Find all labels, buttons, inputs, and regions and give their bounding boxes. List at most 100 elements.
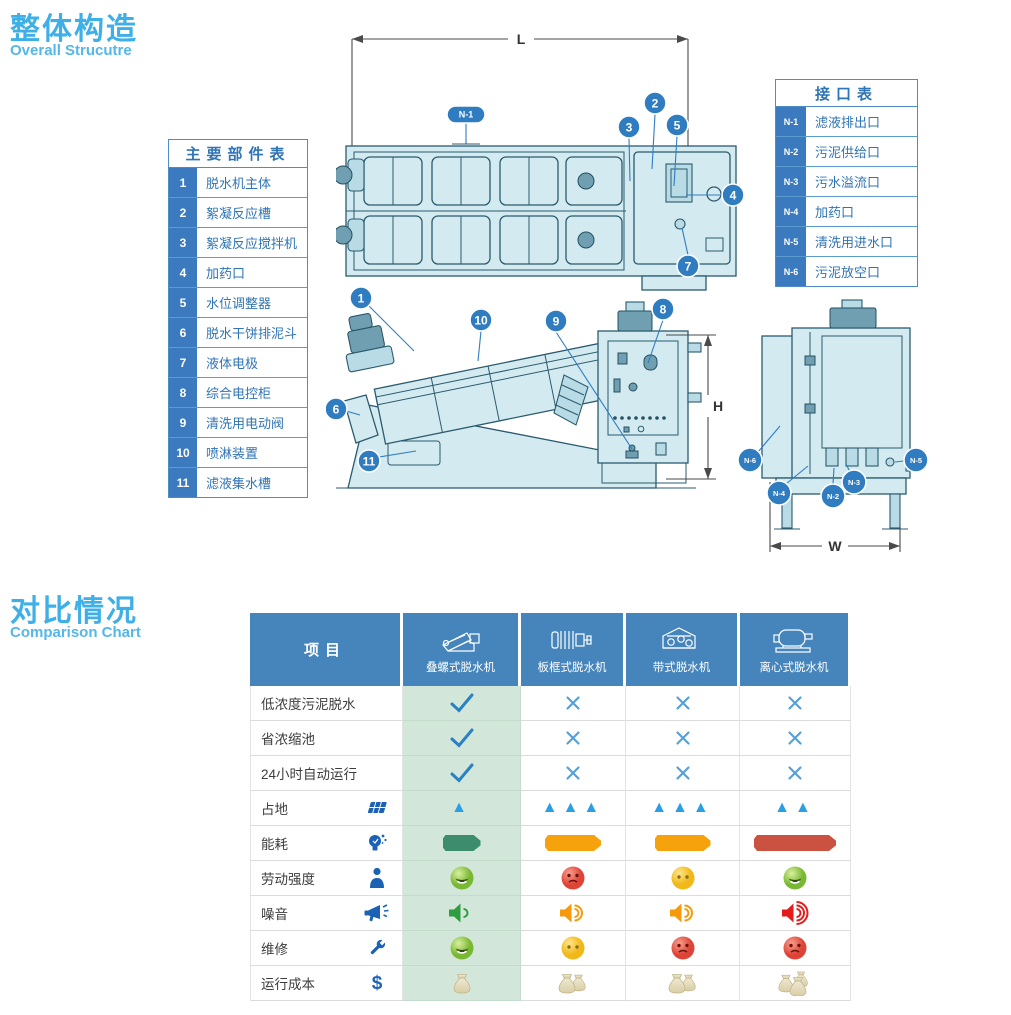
speaker-green-icon	[448, 903, 468, 923]
machine-label: 离心式脱水机	[759, 662, 829, 674]
comparison-header-machine: 板框式脱水机	[521, 613, 626, 686]
centrifuge-icon	[773, 629, 813, 653]
comparison-cell: ▲▲	[740, 791, 851, 826]
row-label-text: 24小时自动运行	[261, 767, 358, 782]
comparison-cell: ▲▲▲	[521, 791, 626, 826]
item-header-label: 项目	[303, 642, 346, 659]
ports-row-number: N-6	[776, 257, 807, 286]
face-sad-icon	[783, 936, 807, 960]
comparison-cell	[626, 826, 740, 861]
svg-text:3: 3	[626, 121, 633, 135]
callout-badge-n3: N-3	[841, 469, 867, 495]
svg-text:10: 10	[474, 314, 488, 328]
megaphone-icon	[362, 902, 392, 924]
comparison-cell	[521, 686, 626, 721]
callout-badge-10: 10	[469, 308, 493, 332]
callout-badge-n4: N-4	[766, 480, 792, 506]
callout-badge-6: 6	[326, 397, 348, 421]
bulb-icon	[362, 832, 392, 854]
overall-section-subtitle: Overall Strucutre	[10, 42, 132, 59]
machine-label: 叠螺式脱水机	[426, 662, 495, 674]
overall-section-title: 整体构造	[10, 13, 138, 46]
cross-icon	[675, 766, 690, 780]
side-view-diagram: H 1 10 9 8 6 11	[326, 286, 723, 489]
comparison-cell	[403, 686, 521, 721]
money-bags-icon	[558, 974, 586, 994]
comparison-row-label: 占地	[250, 791, 403, 826]
ports-row-label: 污水溢流口	[815, 175, 881, 190]
comparison-row-label: 省浓缩池	[250, 721, 403, 756]
parts-table-title: 主要部件表	[169, 140, 307, 168]
speaker-orange-icon	[560, 903, 583, 923]
callout-badge-5: 5	[665, 113, 689, 137]
comparison-cell	[403, 896, 521, 931]
parts-row-label: 脱水干饼排泥斗	[206, 326, 298, 341]
parts-row-number: 3	[169, 228, 198, 257]
footprint-triangles: ▲	[451, 799, 472, 816]
comparison-cell	[521, 826, 626, 861]
parts-row-label: 脱水机主体	[206, 176, 272, 191]
callout-badge-11: 11	[357, 449, 381, 473]
parts-row-number: 2	[169, 198, 198, 227]
callout-badge-n2: N-2	[820, 483, 846, 509]
comparison-cell	[521, 966, 626, 1001]
dimension-H-label: H	[713, 398, 723, 414]
parts-row-number: 6	[169, 318, 198, 347]
energy-bar-green	[443, 835, 481, 851]
comparison-cell	[740, 931, 851, 966]
comparison-row-label: 低浓度污泥脱水	[250, 686, 403, 721]
flocculation-tank	[633, 151, 731, 291]
comparison-section-subtitle: Comparison Chart	[10, 624, 141, 641]
check-icon	[450, 693, 473, 713]
row-label-text: 省浓缩池	[261, 732, 315, 747]
parts-row-label: 絮凝反应搅拌机	[206, 236, 298, 251]
row-label-text: 占地	[261, 802, 288, 817]
callout-badge-8: 8	[651, 297, 675, 321]
svg-text:$: $	[372, 973, 383, 994]
drive-motors	[336, 158, 595, 252]
parts-row-label: 液体电极	[206, 356, 259, 371]
comparison-cell	[626, 721, 740, 756]
footprint-triangles: ▲▲	[774, 799, 816, 816]
comparison-cell	[626, 931, 740, 966]
comparison-cell	[740, 966, 851, 1001]
svg-text:8: 8	[660, 303, 667, 317]
parts-row-number: 8	[169, 378, 198, 407]
cross-icon	[566, 731, 580, 745]
end-body	[791, 299, 911, 479]
comparison-cell	[740, 826, 851, 861]
comparison-row-label: 能耗	[250, 826, 403, 861]
comparison-cell	[740, 756, 851, 791]
callout-badge-1: 1	[349, 286, 373, 310]
parts-row-number: 1	[169, 168, 198, 197]
ports-table-title: 接口表	[776, 80, 917, 107]
comparison-cell	[403, 721, 521, 756]
parts-row: 3 絮凝反应搅拌机	[169, 228, 307, 258]
energy-bar-orange	[545, 835, 601, 851]
comparison-cell: ▲▲▲	[626, 791, 740, 826]
parts-row-label: 水位调整器	[206, 296, 272, 311]
parts-row-label: 综合电控柜	[206, 386, 272, 401]
svg-text:6: 6	[333, 403, 340, 417]
check-icon	[450, 728, 473, 748]
comparison-header-item: 项目	[250, 613, 403, 686]
face-sad-icon	[561, 866, 585, 890]
svg-text:N-2: N-2	[827, 492, 839, 501]
speaker-orange-icon	[669, 903, 693, 923]
row-label-text: 低浓度污泥脱水	[261, 697, 356, 712]
comparison-header-machine: 离心式脱水机	[740, 613, 851, 686]
comparison-row-label: 24小时自动运行	[250, 756, 403, 791]
face-neutral-icon	[561, 936, 585, 960]
svg-text:N-4: N-4	[773, 489, 786, 498]
port-badge-n1-label: N-1	[459, 110, 474, 120]
comparison-cell	[626, 861, 740, 896]
cross-icon	[675, 731, 690, 745]
callout-badge-n6: N-6	[737, 447, 763, 473]
